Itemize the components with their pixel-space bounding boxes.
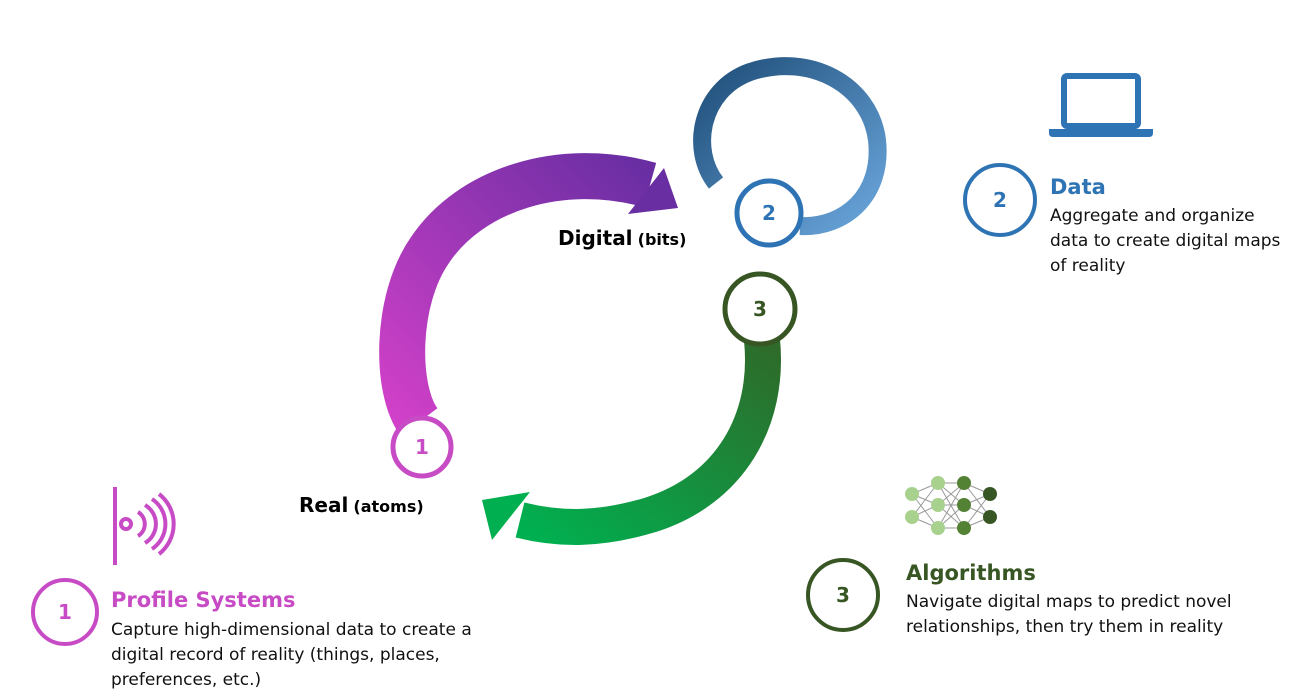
algorithms-description: Navigate digital maps to predict novel r… [906,592,1232,637]
cycle-node-1: 1 [390,415,454,479]
algorithms-number-badge: 3 [806,558,880,632]
profile-description: Capture high-dimensional data to create … [111,620,472,690]
digital-label: Digital (bits) [558,226,686,250]
cycle-node-1-label: 1 [415,435,429,459]
data-description: Aggregate and organize data to create di… [1050,206,1281,276]
cycle-node-3-label: 3 [753,297,767,321]
sensor-signal-icon [113,487,176,565]
profile-title: Profile Systems [111,588,296,612]
cycle-node-2: 2 [734,178,804,248]
blue-loop-data [693,57,887,236]
svg-text:2: 2 [993,188,1007,212]
profile-number-badge: 1 [31,578,99,646]
svg-text:1: 1 [58,600,72,624]
algorithms-title: Algorithms [906,561,1036,585]
data-number-badge: 2 [963,163,1037,237]
real-label: Real (atoms) [299,493,424,517]
svg-text:3: 3 [836,583,850,607]
digital-label-main: Digital [558,226,633,250]
cycle-node-2-label: 2 [762,201,776,225]
digital-label-sub: (bits) [637,230,687,249]
neural-network-icon [905,476,997,535]
laptop-icon [1049,73,1153,137]
purple-arrow-real-to-digital [379,153,678,436]
cycle-node-3: 3 [722,271,798,347]
green-arrow-digital-to-real [482,338,781,545]
real-label-sub: (atoms) [353,497,424,516]
real-label-main: Real [299,493,349,517]
data-title: Data [1050,175,1106,199]
